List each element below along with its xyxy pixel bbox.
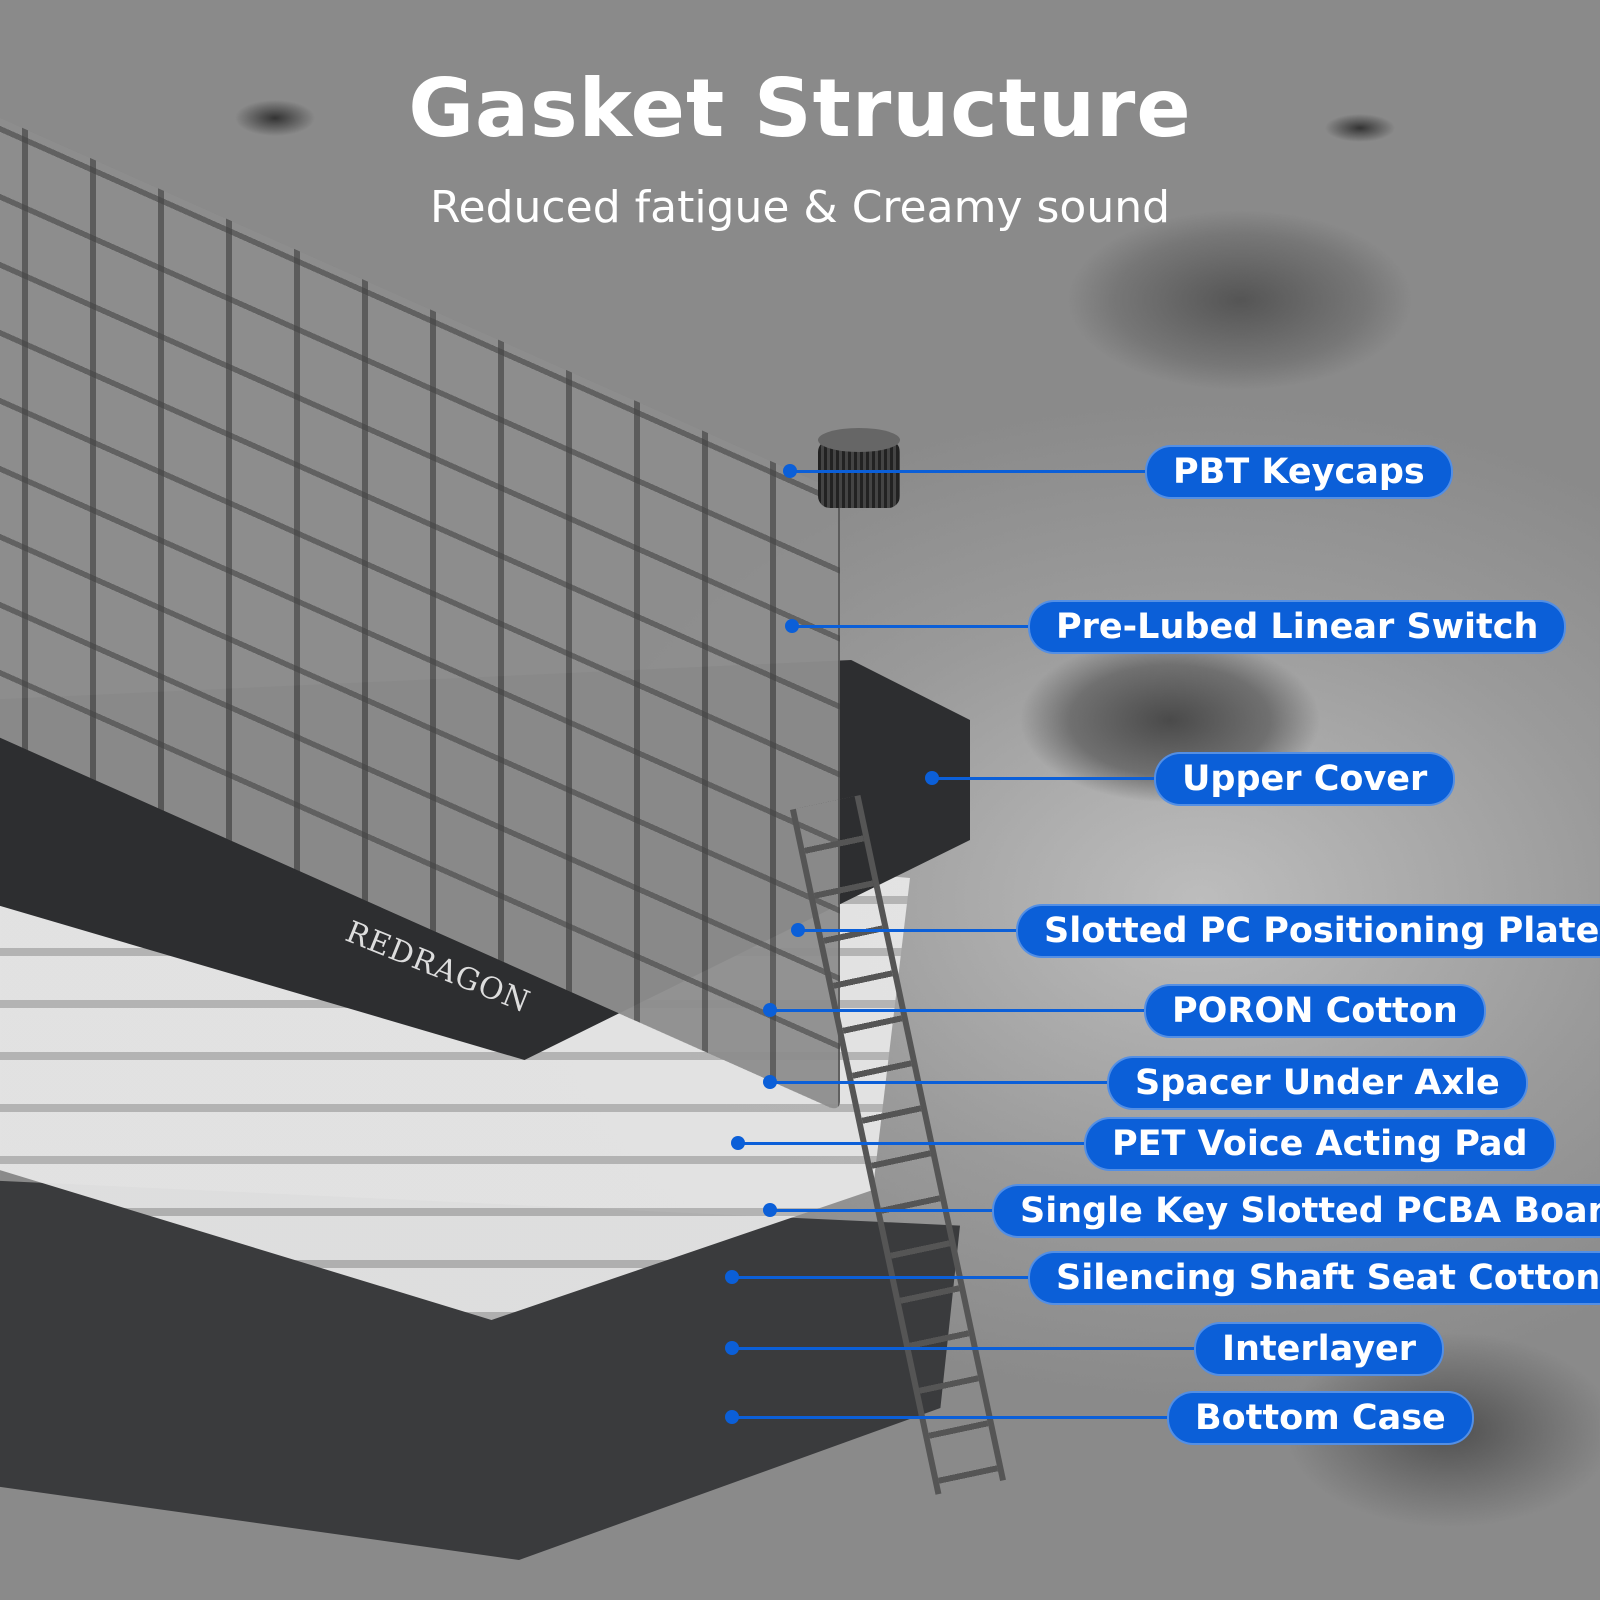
callout-dot [763, 1003, 777, 1017]
page-title: Gasket Structure [408, 62, 1192, 155]
callout-dot [783, 464, 797, 478]
callout-label: Pre-Lubed Linear Switch [1028, 600, 1567, 654]
callout-label: Spacer Under Axle [1107, 1056, 1528, 1110]
volume-knob [818, 428, 900, 508]
callout-dot [791, 923, 805, 937]
callout-label: Bottom Case [1167, 1391, 1474, 1445]
callout-label: Single Key Slotted PCBA Board [992, 1184, 1600, 1238]
callout-label: Interlayer [1194, 1322, 1445, 1376]
callout-dot [763, 1075, 777, 1089]
callout-dot [725, 1270, 739, 1284]
callout-dot [725, 1410, 739, 1424]
callout-label: PBT Keycaps [1145, 445, 1453, 499]
callout-label: Slotted PC Positioning Plate [1016, 904, 1600, 958]
callout-label: PET Voice Acting Pad [1084, 1117, 1556, 1171]
callout-dot [731, 1136, 745, 1150]
callout-dot [925, 771, 939, 785]
callout-label: Silencing Shaft Seat Cotton [1028, 1251, 1600, 1305]
callout-dot [725, 1341, 739, 1355]
callout-label: Upper Cover [1154, 752, 1456, 806]
page-subtitle: Reduced fatigue & Creamy sound [429, 182, 1171, 233]
callout-label: PORON Cotton [1144, 984, 1486, 1038]
callout-dot [785, 619, 799, 633]
callout-dot [763, 1203, 777, 1217]
